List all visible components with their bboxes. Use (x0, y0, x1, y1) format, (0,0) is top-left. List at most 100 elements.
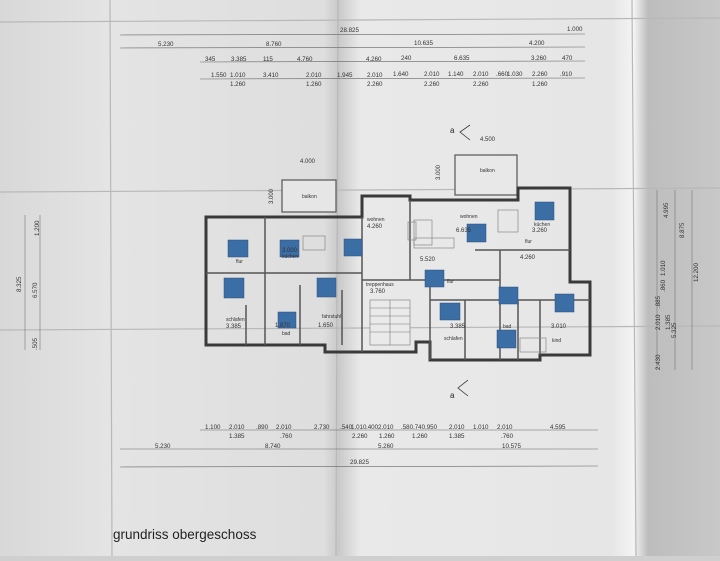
room-label: schlafen (444, 336, 463, 342)
bottom-total-dim: 29.825 (350, 459, 369, 466)
room-label: treppenhaus (366, 282, 394, 288)
dim: 2.010 (449, 424, 465, 431)
stairs (369, 299, 411, 346)
dim: 2.010 (497, 424, 513, 431)
dim: 2.260 (367, 81, 383, 88)
dim: .540 (340, 424, 353, 431)
room-label: flur (236, 259, 243, 265)
dim: 5.325 (671, 322, 678, 338)
dim: .860 (660, 279, 667, 292)
dim: 3.760 (370, 289, 386, 295)
left-dimension-lines (24, 215, 41, 350)
right-dimension-lines (656, 190, 693, 370)
dim: 5.230 (155, 443, 171, 450)
dim: 4.260 (367, 224, 383, 230)
dim: 1.640 (393, 71, 409, 78)
dim: 1.010 (230, 72, 246, 79)
dim: .505 (32, 337, 39, 350)
dim: 1.260 (379, 433, 395, 440)
skylight (227, 239, 249, 258)
dim: 4.260 (366, 56, 382, 63)
dim: 2.260 (532, 71, 548, 78)
dim: .760 (280, 433, 293, 440)
skylight (439, 302, 461, 321)
dim: 3.010 (551, 324, 567, 330)
dim: 10.635 (414, 40, 433, 47)
dim: 2.010 (229, 424, 245, 431)
bottom-row1-upper: 1.100 2.010 .890 2.010 2.730 .540 1.010 … (205, 424, 566, 431)
dim: 3.385 (231, 56, 247, 63)
dim: 4.200 (529, 40, 545, 47)
room-label: schlafen (226, 317, 245, 323)
dim: 1.385 (449, 433, 465, 440)
dim: 4.995 (663, 202, 670, 218)
dim: .760 (501, 433, 514, 440)
dim: 3.410 (263, 72, 279, 79)
room-label: küchen (282, 254, 298, 260)
room-label: balkon (480, 168, 495, 174)
dim: 3.385 (450, 324, 466, 330)
room-label: bad (503, 324, 512, 330)
dim: 10.575 (502, 443, 521, 450)
dim: 8.760 (266, 41, 282, 48)
skylight (496, 329, 517, 349)
dim: 1.945 (337, 72, 353, 79)
dim: 4.000 (300, 159, 316, 165)
dim: 2.010 (276, 424, 292, 431)
dim: 2.010 (306, 72, 322, 79)
skylight (316, 277, 337, 298)
dim: 3.385 (226, 324, 242, 330)
dim: 5.520 (420, 257, 436, 263)
dim: 1.100 (205, 424, 221, 431)
top-row4-upper: 1.550 1.010 3.410 2.010 1.945 2.010 1.64… (211, 71, 573, 79)
skylight (534, 201, 555, 221)
room-label: kind (552, 338, 561, 344)
section-marker-top: a (450, 124, 471, 141)
dim: 8.325 (16, 276, 23, 292)
dim: 4.595 (550, 424, 566, 431)
top-row4-lower: 1.260 1.260 2.260 2.260 2.260 1.260 (230, 81, 548, 88)
dim: 1.385 (229, 433, 245, 440)
dim: 2.010 (367, 72, 383, 79)
dim: .890 (256, 424, 269, 431)
skylight (498, 286, 519, 305)
dim: .740 (413, 424, 426, 431)
dim: 3.000 (282, 248, 298, 254)
top-dimension-lines (119, 33, 586, 80)
dim: .885 (655, 295, 662, 308)
skylight (554, 293, 575, 313)
dim: 1.385 (665, 314, 672, 330)
dim: 2.730 (314, 424, 330, 431)
dim: 2.010 (378, 424, 394, 431)
dim: .910 (560, 71, 573, 78)
dim: 5.260 (378, 443, 394, 450)
dim: 1.550 (211, 72, 227, 79)
dim: 5.230 (158, 41, 174, 48)
top-overhang-dim: 1.000 (567, 26, 583, 33)
dim: .950 (425, 424, 438, 431)
dim: 2.260 (424, 81, 440, 88)
bottom-dimension-lines (119, 429, 599, 468)
dim: 1.010 (351, 424, 367, 431)
dim: 1.010 (660, 260, 667, 276)
room-label: küchen (534, 222, 550, 228)
room-label: wohnen (460, 214, 478, 220)
dim: 1.260 (532, 81, 548, 88)
room-label: fahrstuhl (322, 314, 341, 320)
dim: 6.570 (32, 282, 39, 298)
dim: 1.650 (318, 323, 334, 329)
skylight (466, 223, 487, 243)
top-row3: 345 3.385 115 4.760 4.260 240 6.635 3.26… (205, 55, 573, 63)
dim: 3.000 (436, 164, 442, 180)
skylights (223, 201, 575, 349)
furniture (302, 209, 547, 353)
room-label: flur (525, 239, 532, 245)
room-label: balkon (302, 194, 317, 200)
dim: 240 (401, 55, 412, 62)
section-label: a (450, 126, 455, 135)
balkon-left (281, 179, 337, 213)
